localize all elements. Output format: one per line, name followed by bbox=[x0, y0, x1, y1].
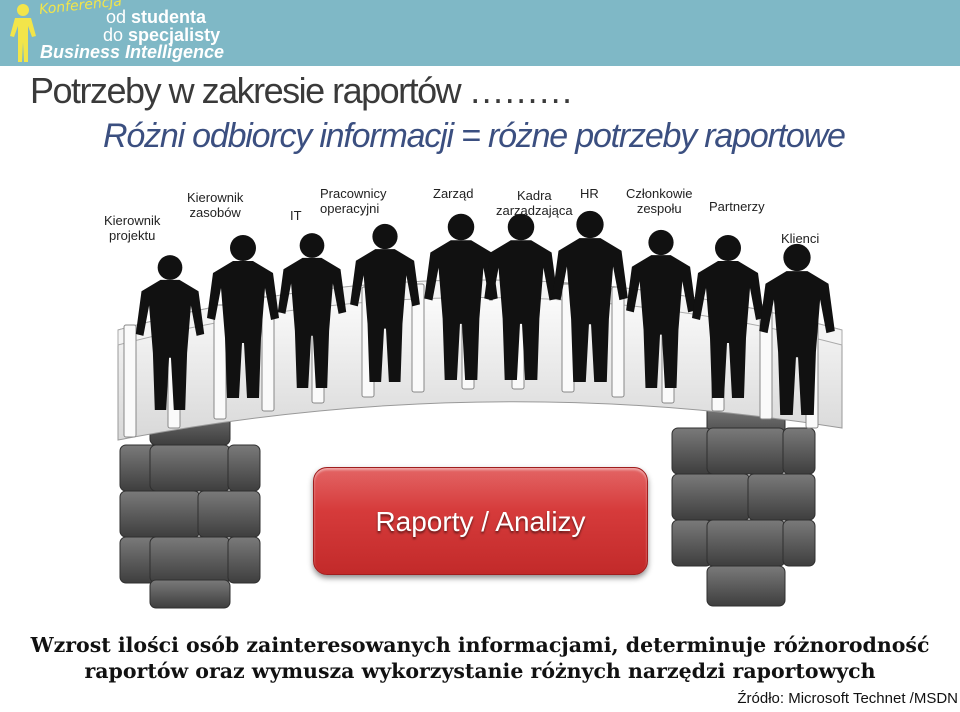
role-czlonkowie-line2: zespołu bbox=[636, 201, 682, 216]
page-subtitle: Różni odbiorcy informacji = różne potrze… bbox=[103, 117, 846, 155]
banner-line3: Business Intelligence bbox=[40, 42, 225, 62]
left-pillar bbox=[119, 404, 261, 609]
role-pracownicy: Pracownicy operacyjni bbox=[320, 186, 386, 216]
role-klienci: Klienci bbox=[781, 231, 820, 246]
role-kierownik-zasobow-line2: zasobów bbox=[189, 205, 241, 220]
banner-line2: do specjalisty bbox=[103, 26, 220, 44]
role-kierownik-projektu: Kierownik projektu bbox=[104, 213, 160, 243]
raporty-analizy-label: Raporty / Analizy bbox=[375, 506, 586, 537]
role-kadra-line2: zarządzająca bbox=[496, 203, 573, 218]
header-banner: Konferencja od studenta do specjalisty B… bbox=[0, 0, 960, 66]
banner-line2-a: do bbox=[103, 25, 129, 45]
right-pillar bbox=[671, 404, 816, 607]
banner-line1-a: od bbox=[106, 7, 132, 27]
bottom-text-line2: raportów oraz wymusza wykorzystanie różn… bbox=[84, 659, 876, 683]
person-logo-icon bbox=[10, 4, 36, 62]
banner-line1: od studenta bbox=[106, 8, 206, 26]
raporty-analizy-button[interactable]: Raporty / Analizy bbox=[313, 467, 648, 575]
role-pracownicy-line1: Pracownicy bbox=[320, 186, 387, 201]
role-kierownik-zasobow-line1: Kierownik bbox=[187, 190, 244, 205]
role-czlonkowie: Członkowie zespołu bbox=[626, 186, 692, 216]
page-title: Potrzeby w zakresie raportów ……… bbox=[30, 70, 574, 111]
bottom-text-line1: Wzrost ilości osób zainteresowanych info… bbox=[30, 633, 930, 657]
role-kadra-line1: Kadra bbox=[516, 188, 552, 203]
role-kierownik-zasobow: Kierownik zasobów bbox=[187, 190, 243, 220]
role-kierownik-projektu-line2: projektu bbox=[109, 228, 156, 243]
role-zarzad: Zarząd bbox=[433, 186, 474, 201]
role-pracownicy-line2: operacyjni bbox=[320, 201, 380, 216]
banner-line1-b: studenta bbox=[131, 7, 207, 27]
role-it: IT bbox=[290, 208, 302, 223]
banner-line2-b: specjalisty bbox=[128, 25, 221, 45]
role-czlonkowie-line1: Członkowie bbox=[626, 186, 693, 201]
role-hr: HR bbox=[580, 186, 599, 201]
role-kierownik-projektu-line1: Kierownik bbox=[104, 213, 161, 228]
role-kadra: Kadra zarządzająca bbox=[496, 188, 573, 218]
source-note: Źródło: Microsoft Technet /MSDN bbox=[737, 690, 958, 707]
role-partnerzy: Partnerzy bbox=[709, 199, 765, 214]
